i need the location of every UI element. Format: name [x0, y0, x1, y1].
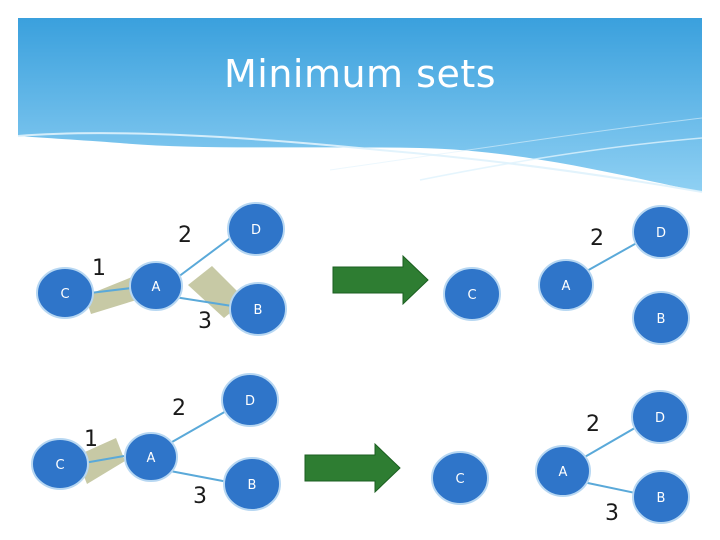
node-a: A [535, 445, 591, 497]
node-d: D [632, 205, 690, 259]
edge-a-b [582, 481, 641, 495]
edge-weight: 2 [178, 223, 192, 248]
edge-weight: 1 [84, 427, 98, 452]
graph-bottom-left: 1 2 3 C A D B [31, 373, 281, 511]
node-b: B [632, 470, 690, 524]
svg-text:C: C [55, 458, 64, 473]
highlighted-edge-c-a [85, 275, 143, 314]
edge-weight: 2 [172, 396, 186, 421]
edge-weight: 3 [198, 309, 212, 334]
svg-text:A: A [147, 451, 156, 466]
arrow-right-icon [332, 254, 429, 306]
svg-text:C: C [467, 288, 476, 303]
svg-text:B: B [657, 491, 666, 506]
node-c: C [31, 438, 89, 490]
node-d: D [221, 373, 279, 427]
edge-weight: 2 [586, 412, 600, 437]
arrow-right-icon [304, 442, 401, 494]
title-banner [17, 18, 703, 193]
node-b: B [229, 282, 287, 336]
graph-bottom-right: 2 3 C A D B [431, 390, 690, 526]
edge-c-a [83, 455, 125, 464]
edge-weight: 3 [605, 501, 619, 526]
edge-a-d [584, 239, 643, 273]
svg-text:C: C [455, 472, 464, 487]
edge-a-d [164, 409, 229, 447]
svg-text:C: C [60, 287, 69, 302]
node-a: A [538, 259, 594, 311]
edge-weight: 1 [92, 256, 106, 281]
node-d: D [631, 390, 689, 444]
graph-top-right: 2 C A D B [443, 205, 690, 345]
node-b: B [632, 291, 690, 345]
node-c: C [431, 451, 489, 505]
node-b: B [223, 457, 281, 511]
node-a: A [124, 432, 178, 482]
node-a: A [129, 261, 183, 311]
svg-text:A: A [559, 465, 568, 480]
edge-a-b [164, 469, 229, 483]
svg-text:D: D [245, 394, 255, 409]
edge-weight: 2 [590, 226, 604, 251]
svg-text:D: D [251, 223, 261, 238]
slide-title: Minimum sets [223, 52, 497, 96]
edge-a-d [169, 232, 238, 284]
graph-top-left: 1 2 3 C A D B [36, 202, 287, 336]
node-c: C [36, 267, 94, 319]
svg-text:A: A [152, 280, 161, 295]
svg-text:D: D [655, 411, 665, 426]
svg-text:D: D [656, 226, 666, 241]
svg-text:B: B [657, 312, 666, 327]
node-c: C [443, 267, 501, 321]
edge-a-d [582, 424, 641, 459]
node-d: D [227, 202, 285, 256]
edge-weight: 3 [193, 484, 207, 509]
svg-text:A: A [562, 279, 571, 294]
svg-text:B: B [254, 303, 263, 318]
svg-text:B: B [248, 478, 257, 493]
